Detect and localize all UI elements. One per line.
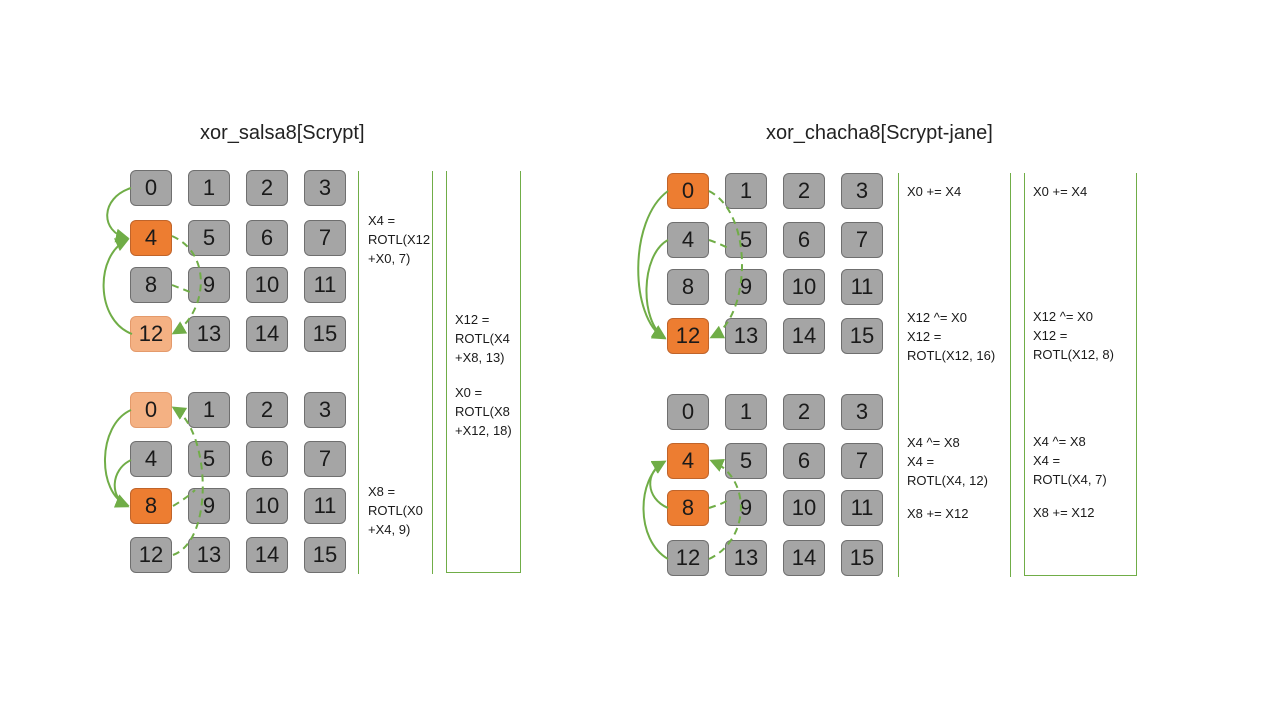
arrow-left-4-to-12-dashed	[171, 235, 202, 335]
cell-0-light: 0	[130, 392, 172, 428]
cell-9: 9	[725, 490, 767, 526]
cell-15: 15	[304, 316, 346, 352]
arrow-left-4-to-8	[113, 459, 132, 508]
cell-15: 15	[841, 540, 883, 576]
arrow-right-8-dash	[708, 499, 729, 509]
cell-4: 4	[667, 222, 709, 258]
arrow-right-0-to-12	[637, 190, 669, 340]
arrow-left-0-to-8	[104, 409, 132, 508]
arrow-left-12-to-4	[102, 238, 133, 335]
right-diagram-title: xor_chacha8[Scrypt-jane]	[766, 122, 993, 144]
cell-6: 6	[783, 222, 825, 258]
left-panel-2-note-a: X12 = ROTL(X4 +X8, 13)	[455, 312, 510, 365]
cell-15: 15	[304, 537, 346, 573]
cell-5: 5	[188, 441, 230, 477]
cell-11: 11	[841, 490, 883, 526]
cell-9: 9	[188, 488, 230, 524]
cell-2: 2	[246, 392, 288, 428]
right-panel-1-note-d: X8 += X12	[907, 506, 969, 521]
cell-3: 3	[304, 170, 346, 206]
cell-11: 11	[841, 269, 883, 305]
cell-10: 10	[783, 490, 825, 526]
cell-14: 14	[246, 316, 288, 352]
cell-1: 1	[725, 173, 767, 209]
cell-1: 1	[188, 170, 230, 206]
cell-12: 12	[667, 540, 709, 576]
cell-7: 7	[841, 443, 883, 479]
cell-10: 10	[783, 269, 825, 305]
cell-8-highlight: 8	[130, 488, 172, 524]
arrow-left-8-dash	[171, 284, 191, 293]
cell-4-highlight: 4	[130, 220, 172, 256]
cell-12-highlight: 12	[667, 318, 709, 354]
right-panel-1-note-a: X0 += X4	[907, 184, 962, 199]
cell-6: 6	[246, 220, 288, 256]
cell-2: 2	[783, 394, 825, 430]
cell-9: 9	[188, 267, 230, 303]
cell-0: 0	[130, 170, 172, 206]
cell-13: 13	[188, 316, 230, 352]
cell-8: 8	[130, 267, 172, 303]
cell-10: 10	[246, 267, 288, 303]
cell-7: 7	[841, 222, 883, 258]
cell-12: 12	[130, 537, 172, 573]
cell-2: 2	[246, 170, 288, 206]
arrow-right-4-dash	[708, 239, 729, 249]
left-panel-2	[446, 171, 521, 573]
cell-3: 3	[841, 173, 883, 209]
cell-7: 7	[304, 220, 346, 256]
cell-15: 15	[841, 318, 883, 354]
arrow-right-12-to-4	[642, 460, 669, 560]
right-panel-1	[898, 173, 1011, 577]
cell-10: 10	[246, 488, 288, 524]
left-diagram-title: xor_salsa8[Scrypt]	[200, 122, 365, 144]
right-panel-2	[1024, 173, 1137, 576]
cell-11: 11	[304, 488, 346, 524]
left-panel-1	[358, 171, 433, 574]
cell-11: 11	[304, 267, 346, 303]
cell-14: 14	[783, 540, 825, 576]
cell-1: 1	[725, 394, 767, 430]
cell-0-highlight: 0	[667, 173, 709, 209]
right-panel-2-note-a: X0 += X4	[1033, 184, 1088, 199]
cell-4-highlight: 4	[667, 443, 709, 479]
right-panel-2-note-c: X4 ^= X8 X4 = ROTL(X4, 7)	[1033, 434, 1107, 487]
cell-2: 2	[783, 173, 825, 209]
cell-5: 5	[725, 222, 767, 258]
arrow-left-8-dash	[172, 489, 196, 507]
cell-4: 4	[130, 441, 172, 477]
cell-3: 3	[304, 392, 346, 428]
cell-6: 6	[246, 441, 288, 477]
cell-14: 14	[246, 537, 288, 573]
cell-1: 1	[188, 392, 230, 428]
right-panel-2-note-b: X12 ^= X0 X12 = ROTL(X12, 8)	[1033, 309, 1114, 362]
cell-12-light: 12	[130, 316, 172, 352]
cell-8-highlight: 8	[667, 490, 709, 526]
arrow-left-12-to-0-dashed	[171, 406, 204, 556]
cell-6: 6	[783, 443, 825, 479]
cell-5: 5	[725, 443, 767, 479]
cell-13: 13	[188, 537, 230, 573]
right-panel-2-note-d: X8 += X12	[1033, 505, 1095, 520]
arrow-right-12-to-4-dashed	[708, 458, 742, 560]
cell-9: 9	[725, 269, 767, 305]
arrow-left-0-to-4	[106, 187, 132, 243]
cell-14: 14	[783, 318, 825, 354]
cell-13: 13	[725, 318, 767, 354]
cell-13: 13	[725, 540, 767, 576]
right-panel-1-note-c: X4 ^= X8 X4 = ROTL(X4, 12)	[907, 435, 988, 488]
right-panel-1-note-b: X12 ^= X0 X12 = ROTL(X12, 16)	[907, 310, 996, 363]
arrow-right-0-to-12-dashed	[708, 190, 743, 339]
arrow-right-8-to-4	[649, 460, 669, 509]
left-panel-1-note-a: X4 = ROTL(X12 +X0, 7)	[368, 213, 431, 266]
cell-0: 0	[667, 394, 709, 430]
cell-5: 5	[188, 220, 230, 256]
cell-8: 8	[667, 269, 709, 305]
left-panel-2-note-b: X0 = ROTL(X8 +X12, 18)	[455, 385, 512, 438]
cell-7: 7	[304, 441, 346, 477]
left-panel-1-note-b: X8 = ROTL(X0 +X4, 9)	[368, 484, 423, 537]
cell-3: 3	[841, 394, 883, 430]
